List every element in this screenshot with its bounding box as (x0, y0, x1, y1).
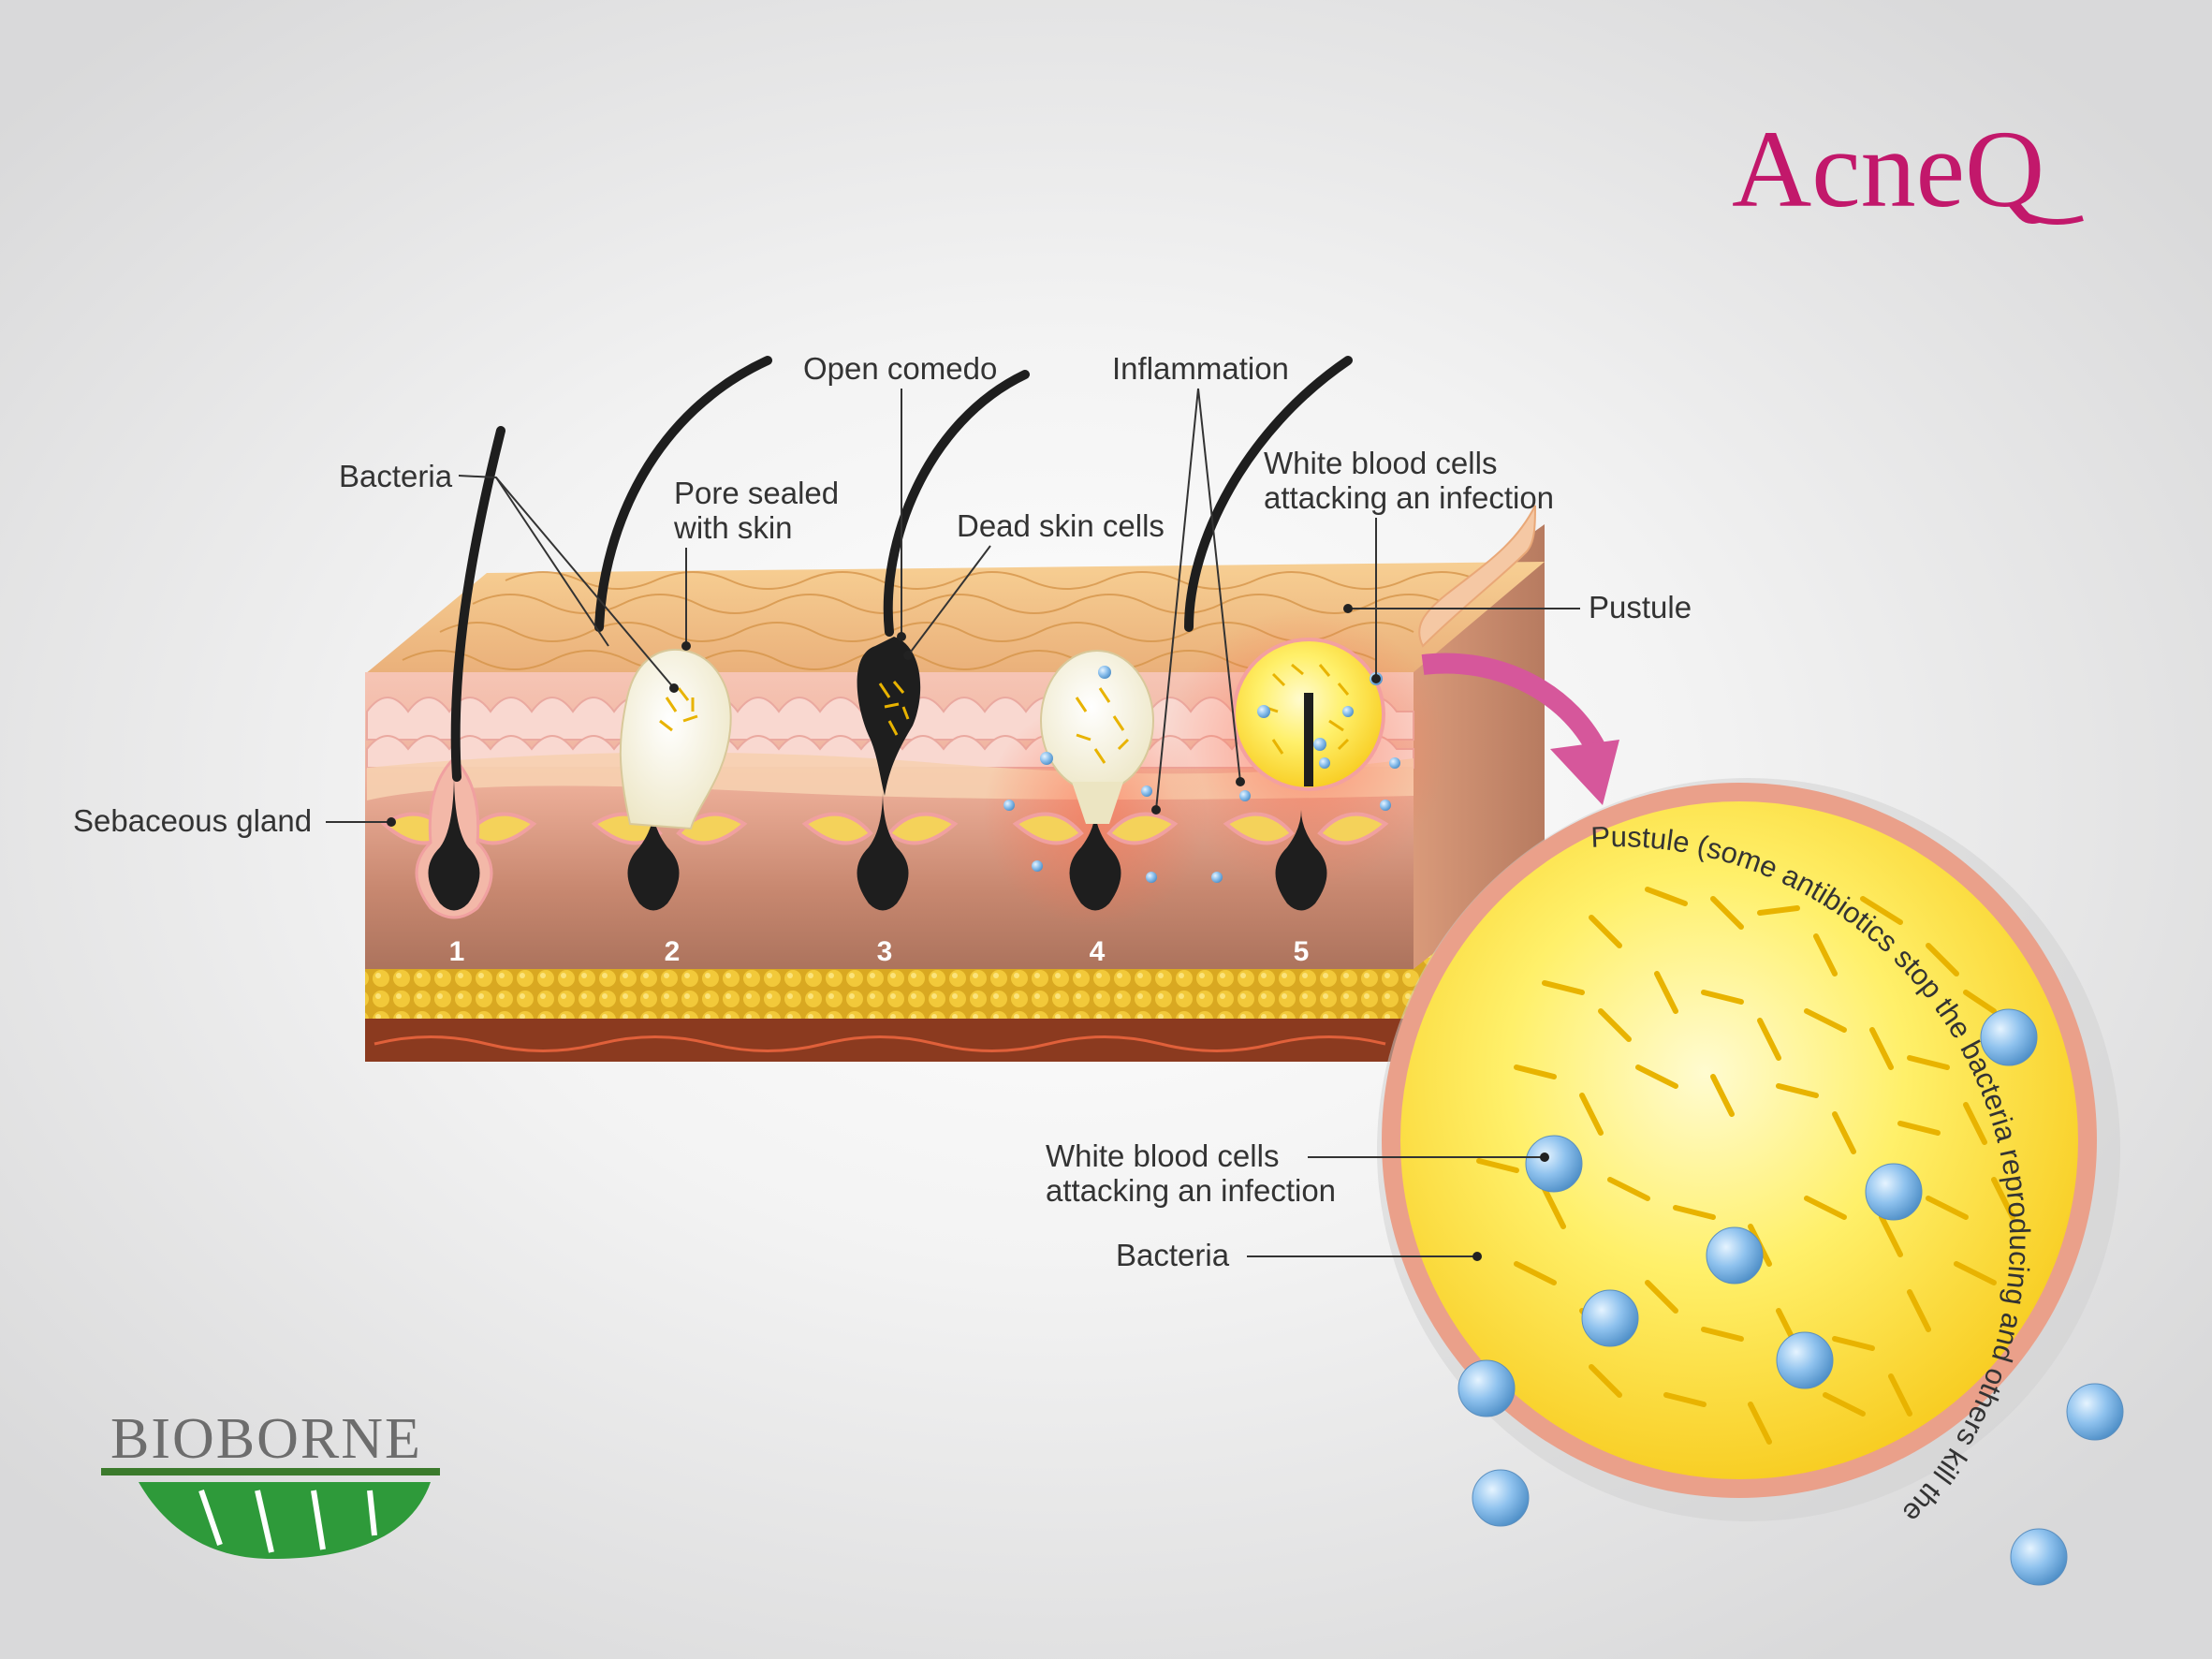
white-blood-cells (1458, 1008, 2124, 1586)
magnify-arrow (1421, 653, 1619, 805)
label-wbc-top-line2: attacking an infection (1264, 480, 1554, 515)
label-bacteria-top: Bacteria (339, 459, 453, 493)
label-bacteria-bottom: Bacteria (1116, 1238, 1230, 1272)
label-wbc-bottom-line2: attacking an infection (1046, 1173, 1336, 1208)
label-dead-skin-cells: Dead skin cells (957, 508, 1165, 543)
bioborne-logo: BIOBORNE (101, 1407, 440, 1559)
skin-flap (1418, 505, 1536, 648)
stage-number-3: 3 (877, 936, 893, 967)
label-wbc-bottom-line1: White blood cells (1046, 1138, 1279, 1173)
label-pore-sealed-line2: with skin (673, 510, 793, 545)
label-open-comedo: Open comedo (803, 351, 997, 386)
brand-title: AcneQ (1732, 108, 2044, 230)
label-sebaceous-gland: Sebaceous gland (73, 803, 312, 838)
label-wbc-top-line1: White blood cells (1264, 446, 1497, 480)
fat-layer (365, 969, 1414, 1020)
deep-layer (365, 1019, 1414, 1062)
acneq-logo: AcneQ (1732, 108, 2084, 230)
follicle-stage-3: 3 (801, 370, 1030, 967)
follicle-stage-2: 2 (591, 356, 772, 967)
label-pustule: Pustule (1589, 590, 1692, 624)
pustule-closeup (1377, 778, 2124, 1586)
labels: Bacteria Pore sealed with skin Open come… (73, 351, 1692, 1272)
stage-number-2: 2 (665, 936, 681, 967)
stage-number-5: 5 (1294, 936, 1310, 967)
follicle-stage-1: 1 (380, 426, 537, 967)
leaf-icon (139, 1482, 431, 1559)
stage-number-4: 4 (1090, 936, 1106, 967)
stage-number-1: 1 (449, 936, 465, 967)
label-pore-sealed-line1: Pore sealed (674, 476, 839, 510)
footer-brand: BIOBORNE (110, 1407, 422, 1471)
bacteria-cluster (1476, 887, 2015, 1445)
skin-cross-section: 1 2 (365, 356, 1545, 1062)
label-inflammation: Inflammation (1112, 351, 1289, 386)
follicle-stage-4: 4 (983, 650, 1208, 967)
